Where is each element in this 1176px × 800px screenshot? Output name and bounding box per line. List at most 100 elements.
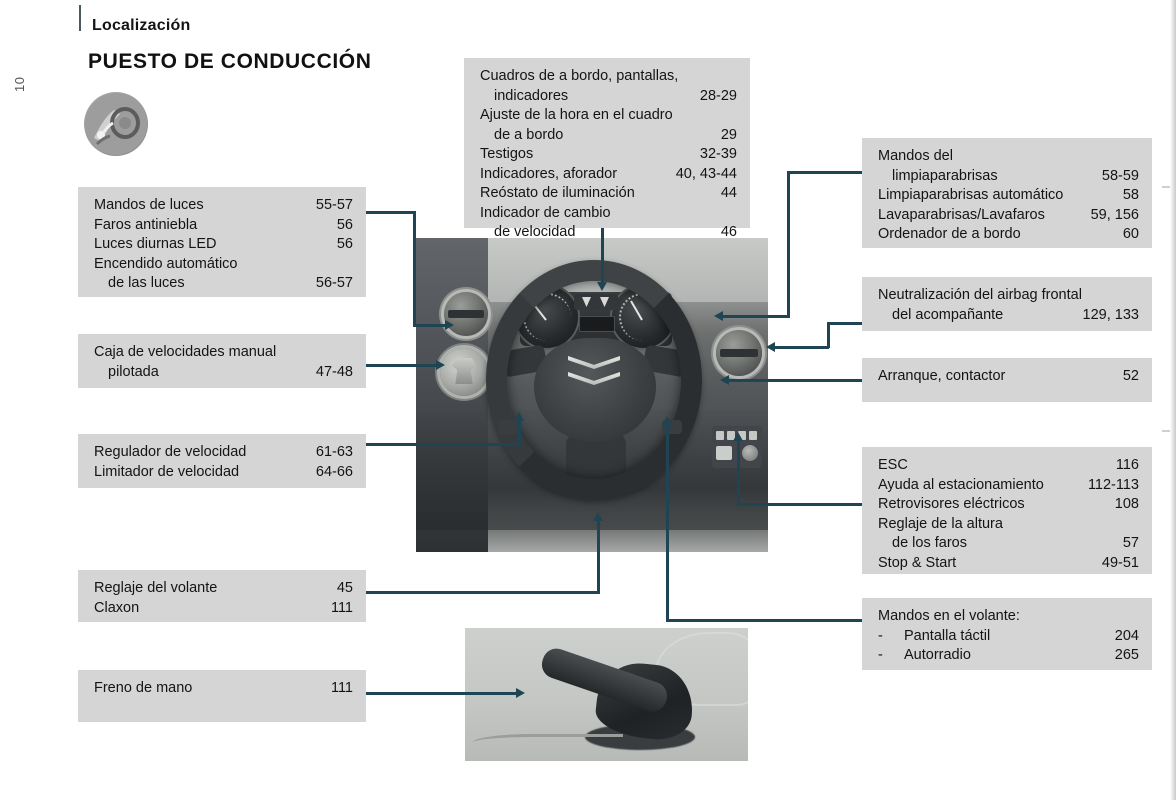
reference-page-number: 60 — [1122, 226, 1139, 242]
reference-label: Mandos en el volante: — [878, 608, 1020, 624]
chapter-driving-position-icon — [84, 92, 148, 156]
reference-label: Neutralización del airbag frontal — [878, 287, 1082, 303]
reference-row: Mandos de luces 55-57 — [94, 196, 353, 216]
reference-page-number: 46 — [720, 224, 737, 240]
reference-row: Mandos del — [878, 147, 1139, 167]
reference-page-number: 64-66 — [315, 463, 353, 480]
reference-label: Mandos del — [878, 148, 953, 164]
reference-row: Reglaje de la altura — [878, 515, 1139, 535]
reference-page-number: 45 — [336, 580, 353, 596]
page-title: PUESTO DE CONDUCCIÓN — [88, 50, 372, 73]
reference-label: del acompañante — [892, 306, 1004, 323]
reference-page-number: 47-48 — [315, 363, 353, 380]
reference-page-number: 49-51 — [1101, 554, 1139, 571]
reference-page-number: 56 — [336, 216, 353, 233]
dashboard-photo — [416, 238, 768, 552]
reference-row: del acompañante 129, 133 — [878, 306, 1139, 326]
leader-arrow-cruise — [514, 412, 524, 421]
reference-label: indicadores — [494, 87, 569, 104]
leader-arrow-wheel-controls — [662, 416, 672, 425]
section-tick-mark — [79, 5, 81, 31]
leader-line-wipers-v — [787, 171, 790, 317]
reference-page-number: 61-63 — [315, 444, 353, 460]
air-vent-right-icon — [716, 330, 762, 376]
bullet-dash-icon: - — [878, 647, 883, 663]
leader-line-steering-v — [597, 520, 600, 593]
reference-page-number: 112-113 — [1087, 476, 1139, 493]
reference-page-number: 129, 133 — [1082, 306, 1139, 323]
leader-arrow-airbag — [766, 342, 775, 352]
reference-row: limpiaparabrisas 58-59 — [878, 167, 1139, 187]
reference-label: Limpiaparabrisas automático — [878, 187, 1064, 203]
reference-label: Faros antiniebla — [94, 216, 198, 233]
leader-arrow-lights — [445, 320, 454, 330]
page-edge-tick — [1162, 430, 1170, 432]
reference-row: Faros antiniebla 56 — [94, 216, 353, 236]
reference-label: de los faros — [892, 535, 967, 551]
leader-line-lights — [366, 211, 416, 214]
page-edge-shadow — [1170, 0, 1176, 800]
reference-row: Indicador de cambio — [480, 204, 737, 224]
leader-line-controls-v — [737, 440, 740, 505]
reference-row: Reóstato de iluminación 44 — [480, 184, 737, 204]
reference-label: Ayuda al estacionamiento — [878, 476, 1044, 493]
reference-label: Reóstato de iluminación — [480, 185, 635, 201]
reference-label: Retrovisores eléctricos — [878, 496, 1025, 512]
reference-page-number: 55-57 — [315, 197, 353, 213]
reference-page-number: 32-39 — [699, 146, 737, 162]
reference-page-number: 116 — [1115, 457, 1139, 473]
leader-line-controls — [737, 503, 865, 506]
reference-label: Mandos de luces — [94, 197, 204, 213]
steering-wheel-rim — [486, 260, 702, 500]
reference-row: Ordenador de a bordo 60 — [878, 225, 1139, 245]
leader-line-airbag-h2 — [775, 346, 829, 349]
reference-page-number: 56-57 — [315, 275, 353, 291]
reference-page-number: 29 — [720, 126, 737, 143]
leader-arrow-gearbox — [436, 360, 445, 370]
reference-label: ESC — [878, 457, 908, 473]
reference-page-number: 58 — [1122, 187, 1139, 203]
leader-line-ignition — [729, 379, 865, 382]
reference-label: Indicadores, aforador — [480, 165, 618, 182]
reference-label: limpiaparabrisas — [892, 167, 998, 184]
reference-label: Regulador de velocidad — [94, 444, 247, 460]
reference-label: Ordenador de a bordo — [878, 226, 1021, 242]
leader-line-handbrake — [366, 692, 518, 695]
reference-label: Arranque, contactor — [878, 368, 1006, 384]
handbrake-lever-icon — [538, 644, 697, 743]
reference-row: Mandos en el volante: — [878, 607, 1139, 627]
reference-page-number: 40, 43-44 — [675, 165, 737, 182]
reference-row: Ayuda al estacionamiento 112-113 — [878, 476, 1139, 496]
reference-page-number: 44 — [720, 185, 737, 201]
page-edge-tick — [1162, 186, 1170, 188]
reference-page-number: 58-59 — [1101, 167, 1139, 184]
reference-label: Indicador de cambio — [480, 204, 611, 221]
reference-row: Encendido automático — [94, 255, 353, 275]
reference-row: Ajuste de la hora en el cuadro — [480, 106, 737, 126]
reference-page-number: 56 — [336, 236, 353, 252]
leader-line-wipers — [787, 171, 865, 174]
reference-row: Limpiaparabrisas automático 58 — [878, 186, 1139, 206]
section-label: Localización — [92, 17, 191, 34]
leader-line-gearbox — [366, 364, 438, 367]
reference-page-number: 204 — [1114, 627, 1139, 644]
